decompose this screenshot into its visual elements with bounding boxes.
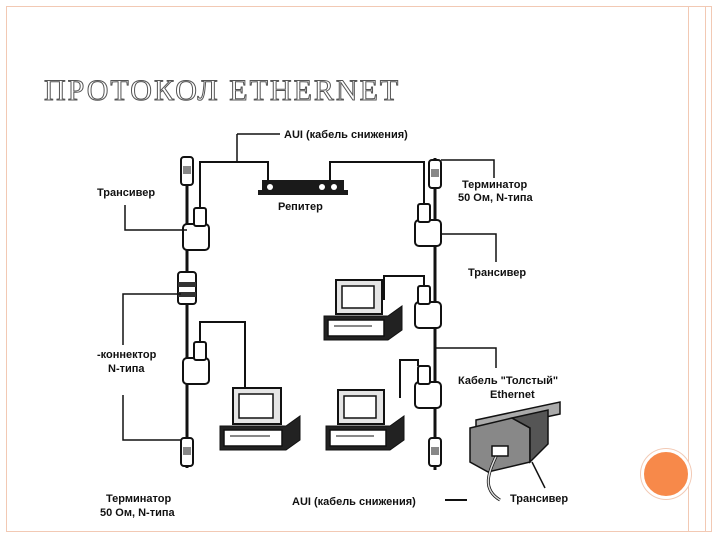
transceiver-left-1 — [182, 223, 210, 251]
callout-transceiver-left — [124, 205, 187, 231]
n-connector-band-1 — [178, 282, 196, 287]
slide-frame — [6, 6, 712, 532]
transceiver-right-3-port — [417, 365, 431, 385]
decorative-circle — [641, 449, 691, 499]
callout-connector — [122, 293, 181, 345]
aui-cable-computer-2 — [383, 275, 425, 300]
slide-title: ПРОТОКОЛ ETHERNET — [43, 74, 401, 108]
repeater-port-3 — [331, 184, 337, 190]
transceiver-right-1 — [414, 219, 442, 247]
slide-side-stripe — [688, 6, 706, 532]
label-connector-2: N-типа — [108, 363, 145, 375]
transceiver-right-2-port — [417, 285, 431, 305]
aui-cable-computer-3 — [399, 359, 419, 398]
transceiver-right-2 — [414, 301, 442, 329]
label-terminator-right-1: Терминатор — [462, 179, 527, 191]
label-transceiver-bottom: Трансивер — [510, 493, 568, 505]
label-terminator-right-2: 50 Ом, N-типа — [458, 192, 533, 204]
aui-cable-left-repeater — [199, 161, 269, 208]
label-aui-bottom: AUI (кабель снижения) — [292, 496, 416, 508]
callout-transceiver-bottom — [531, 461, 546, 489]
n-connector — [177, 271, 197, 305]
label-thick-cable-1: Кабель "Толстый" — [458, 375, 558, 387]
label-transceiver-left: Трансивер — [97, 187, 155, 199]
repeater-base — [258, 190, 348, 195]
computer-2 — [323, 279, 403, 341]
computer-1 — [219, 387, 301, 451]
label-thick-cable-2: Ethernet — [490, 389, 535, 401]
transceiver-left-1-port — [193, 207, 207, 227]
callout-terminator-left — [122, 395, 181, 441]
transceiver-right-1-port — [417, 203, 431, 223]
thick-cable-illustration — [469, 401, 561, 502]
aui-cable-right-repeater — [329, 161, 425, 204]
label-terminator-left-1: Терминатор — [106, 493, 171, 505]
terminator-right-bottom-band — [431, 447, 439, 455]
transceiver-left-2-port — [193, 341, 207, 361]
label-terminator-left-2: 50 Ом, N-типа — [100, 507, 175, 519]
callout-thick-cable — [435, 347, 497, 368]
label-aui-top: AUI (кабель снижения) — [284, 129, 408, 141]
n-connector-band-2 — [178, 292, 196, 297]
computer-3 — [325, 389, 405, 451]
terminator-left-bottom-band — [183, 447, 191, 455]
callout-terminator-right — [441, 159, 495, 178]
terminator-left-top-band — [183, 166, 191, 174]
aui-cable-computer-1 — [199, 321, 246, 390]
transceiver-right-3 — [414, 381, 442, 409]
terminator-right-top-band — [431, 169, 439, 177]
callout-transceiver-right — [441, 233, 497, 262]
repeater-port-2 — [319, 184, 325, 190]
label-connector-1: -коннектор — [97, 349, 157, 361]
transceiver-left-2 — [182, 357, 210, 385]
label-transceiver-right: Трансивер — [468, 267, 526, 279]
label-repeater: Репитер — [278, 201, 323, 213]
repeater-port-1 — [267, 184, 273, 190]
